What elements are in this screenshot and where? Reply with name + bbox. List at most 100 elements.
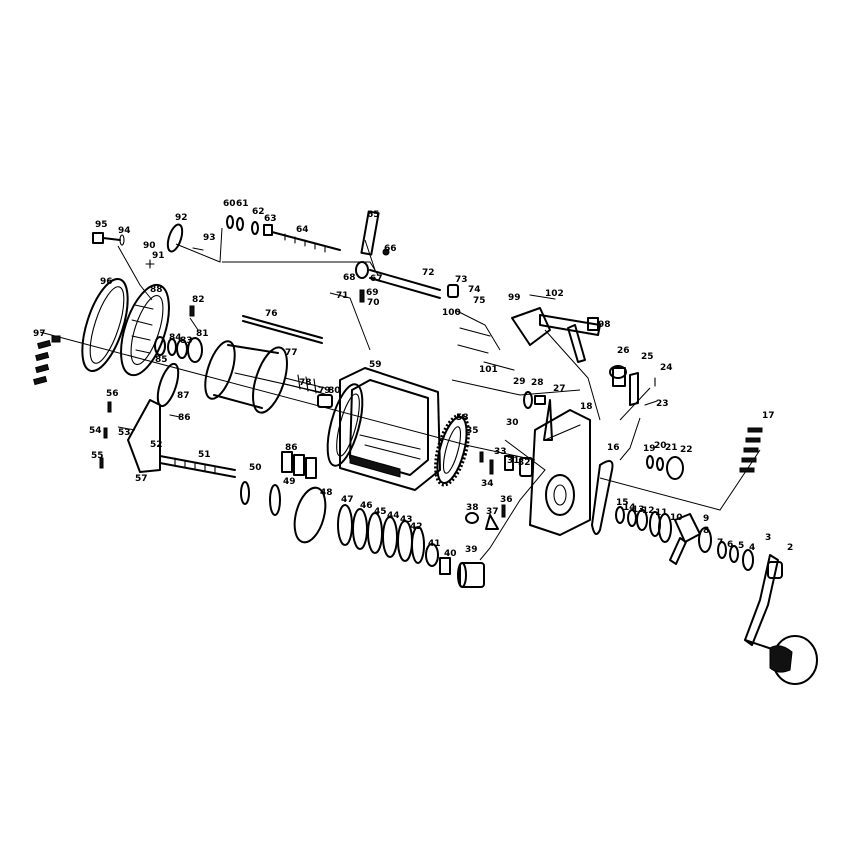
callout-12: 12 [642,506,655,516]
callout-42: 42 [410,522,423,532]
callout-19: 19 [643,444,656,454]
callout-52: 52 [150,440,163,450]
callout-27: 27 [553,384,566,394]
callout-17: 17 [762,411,775,421]
callout-51: 51 [198,450,211,460]
callout-24: 24 [660,363,673,373]
callout-41: 41 [428,539,441,549]
callout-33: 33 [494,447,507,457]
callout-47: 47 [341,495,354,505]
callout-3: 3 [765,533,771,543]
callout-15: 15 [616,498,629,508]
callout-84: 84 [169,333,182,343]
callout-85: 85 [155,355,168,365]
callout-11: 11 [655,508,668,518]
callout-69: 69 [366,288,379,298]
pins-31-35 [479,451,533,477]
callout-80: 80 [328,386,341,396]
callout-40: 40 [444,549,457,559]
callout-9: 9 [703,514,709,524]
callout-75: 75 [473,296,486,306]
drag-48 [293,486,327,544]
handle-gear-stack [615,506,783,579]
top-shaft-assembly [226,210,459,303]
pin-93 [192,247,204,251]
callout-97: 97 [33,329,46,339]
pin-91 [145,259,155,269]
callout-73: 73 [455,275,468,285]
callout-61: 61 [236,199,249,209]
pinion-parts [425,543,485,588]
callout-31: 31 [507,456,520,466]
callout-23: 23 [656,399,669,409]
small-bearings [154,305,203,363]
callout-65: 65 [367,210,380,220]
callout-100: 100 [442,308,461,318]
callout-20: 20 [654,441,667,451]
callout-70: 70 [367,298,380,308]
washer-92 [166,223,184,253]
callout-82: 82 [192,295,205,305]
callout-95: 95 [95,220,108,230]
callout-50: 50 [249,463,262,473]
callout-87: 87 [177,391,190,401]
callout-22: 22 [680,445,693,455]
callout-101: 101 [479,365,498,375]
pin-86 [169,414,181,418]
callout-57: 57 [135,474,148,484]
callout-43: 43 [400,515,413,525]
lever-16 [591,460,614,535]
bolt-95 [92,232,125,246]
callout-36: 36 [500,495,513,505]
callout-7: 7 [717,538,723,548]
drive-shaft-51 [159,455,236,478]
callout-58: 58 [456,413,469,423]
washer-49 [269,484,281,516]
callout-56: 56 [106,389,119,399]
bushing-79 [317,394,333,408]
callout-94: 94 [118,226,131,236]
callout-67: 67 [370,274,383,284]
callout-45: 45 [374,507,387,517]
callout-98: 98 [598,320,611,330]
callout-55: 55 [91,451,104,461]
callout-54: 54 [89,426,102,436]
callout-81: 81 [196,329,209,339]
callout-60: 60 [223,199,236,209]
callout-2: 2 [787,543,793,553]
pins-36-38 [465,504,506,530]
callout-53: 53 [118,428,131,438]
callout-10: 10 [670,513,683,523]
plate-87 [156,362,180,408]
callout-16: 16 [607,443,620,453]
callout-39: 39 [465,545,478,555]
callout-66: 66 [384,244,397,254]
callout-92: 92 [175,213,188,223]
callout-99: 99 [508,293,521,303]
callout-77: 77 [285,348,298,358]
gear-58 [434,413,470,487]
shaft-76 [242,315,323,344]
callout-30: 30 [506,418,519,428]
callout-91: 91 [152,251,165,261]
callout-8: 8 [703,526,709,536]
callout-86b: 86 [178,413,191,423]
callout-49: 49 [283,477,296,487]
screws-97 [33,335,61,386]
callout-37: 37 [486,507,499,517]
callout-25: 25 [641,352,654,362]
callout-76: 76 [265,309,278,319]
callout-90: 90 [143,241,156,251]
callout-83: 83 [180,336,193,346]
drag-washers [337,504,425,564]
callout-6: 6 [727,540,733,550]
callout-44: 44 [387,511,400,521]
callout-26: 26 [617,346,630,356]
callout-62: 62 [252,207,265,217]
callout-34: 34 [481,479,494,489]
callout-72: 72 [422,268,435,278]
levelwind-assembly [457,294,601,371]
spool-77 [204,340,326,414]
callout-35: 35 [466,426,479,436]
